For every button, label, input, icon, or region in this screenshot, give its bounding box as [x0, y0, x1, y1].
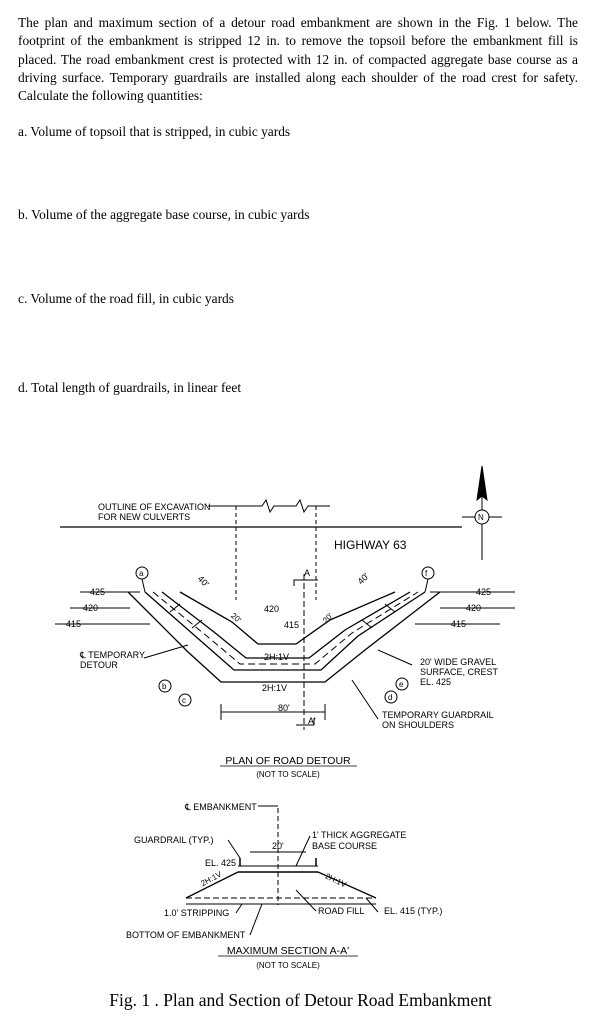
section-title: MAXIMUM SECTION A-A' [227, 945, 349, 957]
stripping-label: 1.0' STRIPPING [164, 908, 229, 918]
detour-label-line-2: DETOUR [80, 660, 118, 670]
stripping-leader [235, 903, 243, 914]
crest-label-line-3: EL. 425 [420, 677, 451, 687]
aggregate-leader [295, 835, 311, 867]
point-f-marker [421, 566, 435, 580]
point-d-label: d [388, 693, 392, 702]
guardrail-leader [351, 679, 379, 720]
point-b-label: b [162, 682, 167, 691]
el415-leader [365, 897, 379, 913]
left-slope [185, 871, 239, 899]
dim-40-left: 40' [196, 574, 212, 590]
embankment-label: ℄ EMBANKMENT [184, 802, 257, 812]
dim-20-right: 20' [321, 611, 335, 625]
dim-40-right: 40' [356, 571, 372, 587]
excavation-label-line-2: FOR NEW CULVERTS [98, 512, 190, 522]
north-arrow-icon [476, 465, 488, 502]
leader [424, 578, 429, 593]
plan-title: PLAN OF ROAD DETOUR [225, 755, 351, 767]
section-arrow-a-prime [296, 718, 315, 726]
contour-420-left-label: 420 [83, 603, 98, 613]
slope-label-lower: 2H:1V [262, 683, 287, 693]
leader [141, 578, 146, 593]
crest-edge-outer [144, 591, 426, 671]
guardrail-label-line-2: ON SHOULDERS [382, 720, 454, 730]
point-f-label: f [425, 569, 428, 578]
excavation-label-line-1: OUTLINE OF EXCAVATION [98, 502, 211, 512]
section-slope-right: 2H:1V [324, 872, 349, 890]
point-b-marker [158, 679, 172, 693]
slope-label-upper: 2H:1V [264, 652, 289, 662]
crest-leader [377, 649, 413, 666]
crest-label-line-2: SURFACE, CREST [420, 667, 499, 677]
slope-tick [384, 603, 396, 613]
contour-415-right-label: 415 [451, 619, 466, 629]
point-c-label: c [182, 696, 186, 705]
contour-420-center-label: 420 [264, 604, 279, 614]
point-d-marker [384, 690, 398, 704]
slope-tick [361, 619, 373, 629]
aggregate-label-line-1: 1' THICK AGGREGATE [312, 830, 406, 840]
contour-425-left-label: 425 [90, 587, 105, 597]
guardrail-label-line-1: TEMPORARY GUARDRAIL [382, 710, 494, 720]
figure-caption: Fig. 1 . Plan and Section of Detour Road… [109, 990, 492, 1010]
dim-20-left: 20' [229, 611, 243, 625]
detour-leader [143, 644, 189, 659]
aggregate-label-line-2: BASE COURSE [312, 841, 377, 851]
right-slope [317, 871, 377, 899]
question-b: b. Volume of the aggregate base course, … [18, 207, 310, 222]
el-425-label: EL. 425 [205, 858, 236, 868]
section-a-label: A [304, 568, 310, 578]
road-fill-label: ROAD FILL [318, 906, 365, 916]
problem-statement: The plan and maximum section of a detour… [18, 15, 578, 104]
contour-425-right-label: 425 [476, 587, 491, 597]
guardrail-typ-label: GUARDRAIL (TYP.) [134, 835, 214, 845]
question-a: a. Volume of topsoil that is stripped, i… [18, 124, 291, 139]
bottom-leader [249, 903, 263, 936]
plan-subtitle: (NOT TO SCALE) [256, 770, 320, 779]
section-view [185, 805, 379, 936]
section-dim-20: 20' [272, 841, 284, 851]
roadfill-leader [295, 889, 317, 912]
point-c-marker [178, 693, 192, 707]
north-label: N [478, 513, 484, 522]
detour-centerline [152, 591, 419, 665]
north-circle [474, 509, 490, 525]
crest-edge-inner [161, 591, 411, 659]
slope-tick [191, 619, 203, 629]
dim-80-label: 80' [278, 703, 290, 713]
contour-420-right-label: 420 [466, 603, 481, 613]
embankment-toe [127, 591, 441, 683]
point-e-marker [395, 677, 409, 691]
el-415-label: EL. 415 (TYP.) [384, 906, 442, 916]
break-line [236, 498, 330, 514]
guardrail-leader [227, 839, 241, 859]
highway-label: HIGHWAY 63 [334, 538, 407, 552]
contour-415-center-label: 415 [284, 620, 299, 630]
plan-view [55, 465, 515, 730]
detour-label-line-1: ℄ TEMPORARY [79, 650, 145, 660]
slope-tick [169, 603, 181, 613]
point-e-label: e [399, 680, 404, 689]
question-d: d. Total length of guardrails, in linear… [18, 380, 242, 395]
section-arrow-a [293, 579, 318, 586]
bottom-embankment-label: BOTTOM OF EMBANKMENT [126, 930, 246, 940]
crest-label-line-1: 20' WIDE GRAVEL [420, 657, 496, 667]
contour-415-left-label: 415 [66, 619, 81, 629]
section-a-prime-label: A' [308, 716, 316, 726]
question-c: c. Volume of the road fill, in cubic yar… [18, 291, 234, 306]
point-a-label: a [139, 569, 144, 578]
section-subtitle: (NOT TO SCALE) [256, 961, 320, 970]
embankment-inner-toe [179, 591, 396, 645]
